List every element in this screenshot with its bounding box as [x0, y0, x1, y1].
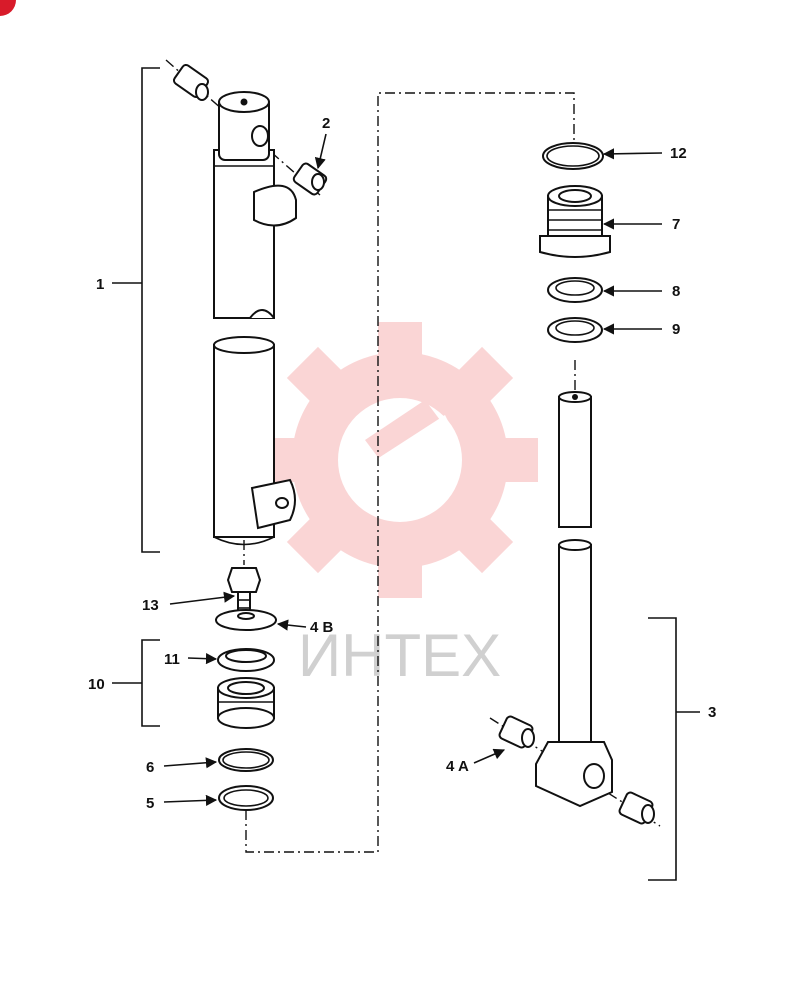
callout-5: 5: [146, 795, 154, 812]
leader-12: [602, 148, 663, 160]
ring-11: [217, 648, 275, 672]
bushing-4a-left: [498, 715, 535, 749]
callout-7: 7: [672, 216, 680, 233]
bracket-3: [648, 617, 677, 881]
bracket-10: [141, 639, 160, 727]
cylinder-barrel-upper: [213, 91, 297, 319]
wiper-9: [547, 317, 603, 343]
leader-13: [169, 591, 236, 605]
callout-12: 12: [670, 145, 687, 162]
callout-6: 6: [146, 759, 154, 776]
piston-10: [217, 677, 275, 729]
leader-11: [187, 653, 218, 665]
callout-4a: 4 A: [446, 758, 469, 775]
cylinder-barrel-lower: [213, 336, 296, 546]
gland-7: [539, 185, 611, 258]
callout-2: 2: [322, 115, 330, 132]
bushing-2-side: [292, 162, 328, 196]
bushing-4a-right: [618, 791, 655, 825]
watermark-text: ИНТЕХ: [298, 622, 501, 689]
watermark-logo: [262, 322, 538, 598]
bushing-2-top: [172, 63, 210, 101]
corner-mark: [0, 0, 16, 16]
callout-1: 1: [96, 276, 104, 293]
callout-13: 13: [142, 597, 159, 614]
snap-ring-12: [542, 142, 604, 170]
assembly-path: [245, 92, 575, 853]
callout-10: 10: [88, 676, 105, 693]
leader-4a: [473, 748, 506, 764]
leader-5: [163, 794, 218, 806]
callout-3: 3: [708, 704, 716, 721]
leader-6: [163, 757, 218, 769]
piston-rod-3: [535, 391, 613, 808]
leader-2: [314, 133, 327, 170]
callout-4b: 4 B: [310, 619, 334, 636]
callout-11: 11: [164, 651, 180, 668]
callout-8: 8: [672, 283, 680, 300]
washer-4b: [215, 609, 277, 631]
leader-4b: [276, 619, 307, 631]
o-ring-6: [218, 748, 274, 772]
bracket-1: [141, 67, 160, 553]
callout-9: 9: [672, 321, 680, 338]
seal-8: [547, 277, 603, 303]
